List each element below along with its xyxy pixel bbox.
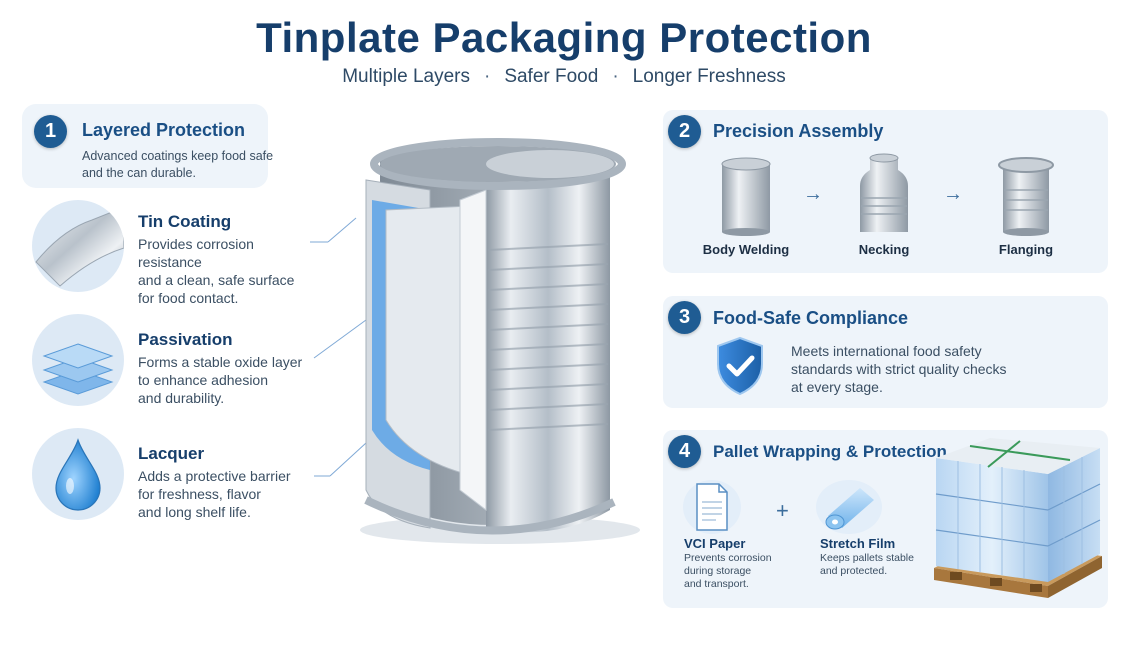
section-badge: 2 [668,115,701,148]
water-drop-icon [32,428,124,520]
desc-line: and long shelf life. [138,504,251,520]
section-badge: 1 [34,115,67,148]
desc-line: during storage [684,565,752,577]
page-title: Tinplate Packaging Protection [256,14,872,61]
step-label: Necking [858,242,910,257]
layer-description: Provides corrosion resistance and a clea… [138,235,318,307]
welded-can-icon [718,156,774,236]
layer-title: Lacquer [138,444,205,463]
desc-line: for freshness, flavor [138,486,261,502]
desc-line: and the can durable. [82,166,196,180]
separator-dot: · [612,66,619,87]
section-title: Food-Safe Compliance [713,308,909,328]
section-title: Layered Protection [82,120,246,140]
can-cutaway-illustration [310,130,640,560]
section-description: Advanced coatings keep food safe and the… [82,148,273,182]
layer-title: Tin Coating [138,212,232,231]
desc-line: standards with strict quality checks [791,361,1007,377]
page-subtitle: Multiple Layers · Safer Food · Longer Freshn… [0,66,1128,88]
plus-icon: + [776,498,789,523]
desc-line: and transport. [684,578,749,590]
stacked-layers-icon [32,314,124,406]
item-description: Prevents corrosion during storage and tr… [684,552,794,591]
section-badge: 4 [668,435,701,468]
desc-line: Provides corrosion resistance [138,236,254,270]
desc-line: Forms a stable oxide layer [138,354,303,370]
desc-line: Prevents corrosion [684,552,772,564]
item-description: Keeps pallets stable and protected. [820,552,930,578]
desc-line: Adds a protective barrier [138,468,291,484]
wrapped-pallet-illustration [930,436,1108,604]
desc-line: Meets international food safety [791,343,982,359]
subtitle-item: Multiple Layers [342,66,470,87]
subtitle-item: Longer Freshness [632,66,786,87]
arrow-right-icon: → [803,183,823,205]
layer-title: Passivation [138,330,233,349]
layer-description: Adds a protective barrier for freshness,… [138,467,318,521]
document-icon [683,480,741,534]
subtitle-item: Safer Food [504,66,599,87]
desc-line: and durability. [138,390,225,406]
desc-line: for food contact. [138,290,239,306]
shield-check-icon [714,336,766,396]
desc-line: at every stage. [791,379,883,395]
film-roll-icon [816,480,882,534]
section-title: Precision Assembly [713,121,884,141]
flanged-can-icon [997,156,1055,236]
metal-sheet-icon [32,200,124,292]
step-label: Flanging [998,242,1054,257]
layer-description: Forms a stable oxide layer to enhance ad… [138,353,318,407]
desc-line: Advanced coatings keep food safe [82,149,274,163]
necked-can-icon [856,152,912,236]
desc-line: to enhance adhesion [138,372,268,388]
step-label: Body Welding [702,242,790,257]
section-badge: 3 [668,301,701,334]
desc-line: Keeps pallets stable [820,552,914,564]
desc-line: and a clean, safe surface [138,272,295,288]
compliance-description: Meets international food safety standard… [791,342,1007,396]
item-title: VCI Paper [684,536,746,551]
section-title: Pallet Wrapping & Protection [713,442,947,461]
item-title: Stretch Film [820,536,896,551]
separator-dot: · [483,66,491,87]
desc-line: and protected. [820,565,888,577]
arrow-right-icon: → [943,183,963,205]
layered-protection-header [22,104,268,188]
